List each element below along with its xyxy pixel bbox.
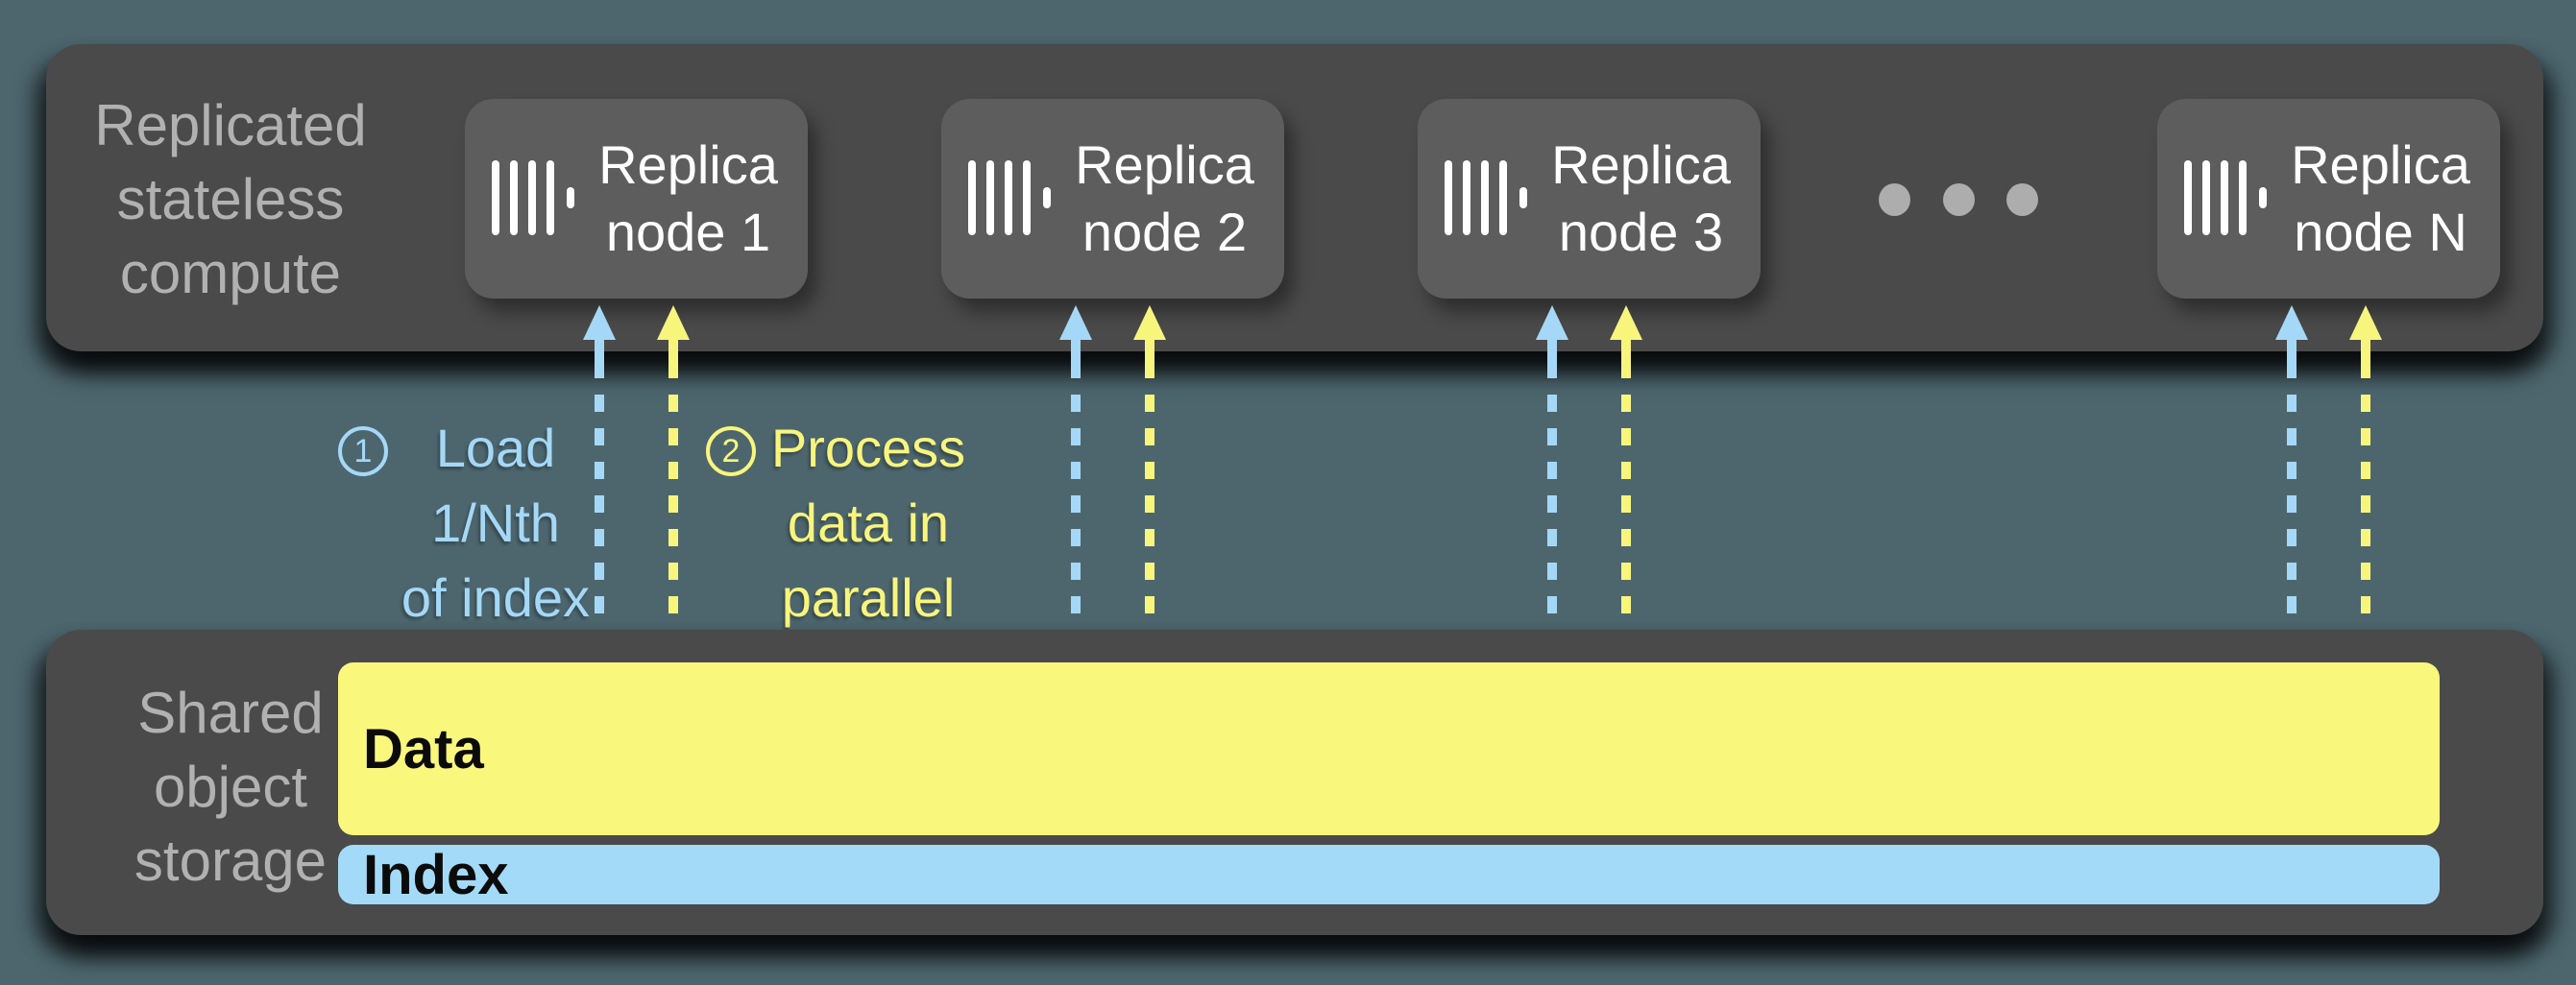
storage-label-line: storage bbox=[134, 829, 328, 893]
annotation-load-index-text: Load 1/Nth of index bbox=[401, 418, 591, 628]
circled-number-1-icon: 1 bbox=[338, 426, 388, 476]
ellipsis-dots bbox=[1879, 183, 2038, 216]
replica-node-3: Replica node 3 bbox=[1418, 99, 1761, 299]
replica-node-2-label: Replica node 2 bbox=[1075, 134, 1254, 262]
storage-section-box: Shared object storage Data Index bbox=[46, 630, 2543, 935]
storage-label-line: object bbox=[153, 755, 308, 819]
process-data-arrow-n bbox=[2349, 305, 2382, 632]
replica-node-2: Replica node 2 bbox=[941, 99, 1284, 299]
clickhouse-bars-icon bbox=[1445, 160, 1531, 235]
replica-node-1-label: Replica node 1 bbox=[598, 134, 778, 262]
data-bar: Data bbox=[338, 662, 2440, 835]
arrow-up-icon bbox=[2275, 305, 2308, 340]
compute-section-box: Replicated stateless compute Replica nod… bbox=[46, 44, 2543, 351]
load-index-arrow-1 bbox=[583, 305, 616, 632]
storage-label-line: Shared bbox=[137, 681, 324, 745]
arrow-up-icon bbox=[1536, 305, 1568, 340]
annotation-process-data: 2 Process data in parallel bbox=[706, 411, 969, 636]
compute-label-line: stateless bbox=[116, 167, 345, 231]
compute-label-line: compute bbox=[119, 241, 342, 305]
replica-node-1: Replica node 1 bbox=[465, 99, 808, 299]
index-bar: Index bbox=[338, 843, 2440, 906]
clickhouse-bars-icon bbox=[2184, 160, 2271, 235]
arrow-up-icon bbox=[583, 305, 616, 340]
process-data-arrow-1 bbox=[657, 305, 690, 632]
compute-label-line: Replicated bbox=[94, 93, 367, 157]
replica-node-n: Replica node N bbox=[2157, 99, 2500, 299]
index-bar-label: Index bbox=[363, 843, 509, 906]
ellipsis-dot bbox=[1942, 183, 1975, 216]
ellipsis-dot bbox=[1879, 183, 1910, 216]
annotation-process-data-text: Process data in parallel bbox=[770, 418, 966, 628]
arrow-up-icon bbox=[1059, 305, 1092, 340]
clickhouse-bars-icon bbox=[492, 160, 578, 235]
load-index-arrow-3 bbox=[1536, 305, 1568, 632]
ellipsis-dot bbox=[2006, 183, 2038, 216]
arrow-up-icon bbox=[1610, 305, 1642, 340]
replica-node-n-label: Replica node N bbox=[2291, 134, 2470, 262]
process-data-arrow-2 bbox=[1133, 305, 1166, 632]
clickhouse-bars-icon bbox=[968, 160, 1055, 235]
load-index-arrow-n bbox=[2275, 305, 2308, 632]
arrow-up-icon bbox=[2349, 305, 2382, 340]
arrow-up-icon bbox=[1133, 305, 1166, 340]
data-bar-label: Data bbox=[363, 717, 484, 781]
storage-section-label: Shared object storage bbox=[67, 676, 394, 898]
load-index-arrow-2 bbox=[1059, 305, 1092, 632]
replica-node-3-label: Replica node 3 bbox=[1551, 134, 1731, 262]
compute-section-label: Replicated stateless compute bbox=[67, 88, 394, 310]
annotation-load-index: 1 Load 1/Nth of index bbox=[338, 411, 592, 636]
arrow-up-icon bbox=[657, 305, 690, 340]
circled-number-2-icon: 2 bbox=[706, 426, 756, 476]
process-data-arrow-3 bbox=[1610, 305, 1642, 632]
